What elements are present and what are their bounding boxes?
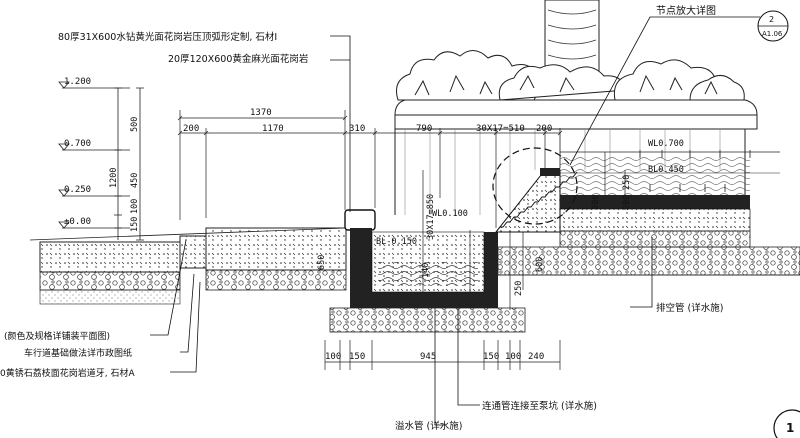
dim-left-450: 450 bbox=[130, 173, 140, 188]
dim-200: 200 bbox=[591, 195, 601, 210]
top-note-paving: 20厚120X600黄金麻光面花岗岩 bbox=[168, 53, 308, 65]
detail-reference-symbol bbox=[757, 10, 789, 42]
section-number-marker bbox=[773, 409, 800, 438]
water-level-low: WL0.100 bbox=[432, 209, 468, 219]
detail-ref-sheet: A1.06 bbox=[762, 30, 783, 38]
left-note-roadbase: 车行道基础做法详市政图纸 bbox=[24, 347, 132, 359]
leader-lines bbox=[150, 16, 760, 426]
left-note-curb: 0黄锈石荔枝面花岗岩道牙, 石材A bbox=[0, 367, 135, 379]
dim-left-150: 150 bbox=[130, 217, 140, 232]
dim-bottom-150b: 150 bbox=[483, 352, 499, 362]
water-level-top: WL0.700 bbox=[648, 139, 684, 149]
level-1200: 1.200 bbox=[64, 77, 91, 87]
shrub-planting bbox=[396, 50, 745, 101]
left-note-color: (颜色及规格详铺装平面图) bbox=[4, 330, 110, 342]
bottom-level-mid: BL0.450 bbox=[648, 165, 684, 175]
detail-ref-number: 2 bbox=[769, 15, 774, 24]
dim-250: 250 bbox=[514, 281, 524, 296]
upper-pool bbox=[559, 150, 780, 248]
dim-650: 650 bbox=[317, 255, 327, 270]
dim-top-310: 310 bbox=[349, 124, 365, 134]
pavement-section bbox=[29, 227, 347, 305]
dim-bottom-945: 945 bbox=[420, 352, 436, 362]
level-0000: ±0.00 bbox=[64, 217, 91, 227]
dim-bottom-100b: 100 bbox=[505, 352, 521, 362]
dim-bottom-100a: 100 bbox=[325, 352, 341, 362]
dim-right-250: 250 bbox=[622, 175, 632, 190]
note-overflow-pipe: 溢水管 (详水施) bbox=[395, 420, 462, 432]
level-markers bbox=[58, 81, 144, 241]
detail-title: 节点放大详图 bbox=[656, 4, 716, 17]
dim-stair-vertical: 30X17=850 bbox=[426, 194, 436, 240]
section-number: 1 bbox=[786, 421, 794, 435]
pool-structure bbox=[329, 209, 526, 333]
dim-left-100: 100 bbox=[130, 199, 140, 214]
level-0250: 0.250 bbox=[64, 185, 91, 195]
dim-top-1170: 1170 bbox=[262, 124, 284, 134]
dimension-lines bbox=[177, 110, 626, 370]
note-connect-pipe: 连通管连接至泵坑 (详水施) bbox=[482, 400, 597, 412]
dim-top-200b: 200 bbox=[536, 124, 552, 134]
dim-top-steps: 30X17=510 bbox=[476, 124, 525, 134]
level-0700: 0.700 bbox=[64, 139, 91, 149]
dim-bottom-150a: 150 bbox=[349, 352, 365, 362]
lower-ground-right bbox=[497, 246, 800, 276]
detail-callout-circle bbox=[492, 147, 578, 225]
dim-top-200: 200 bbox=[183, 124, 199, 134]
dim-right-200: 200 bbox=[622, 195, 632, 210]
dim-left-1200: 1200 bbox=[109, 168, 119, 188]
dim-bottom-240: 240 bbox=[528, 352, 544, 362]
note-drain-pipe: 排空管 (详水施) bbox=[656, 302, 723, 314]
top-note-coping: 80厚31X600水钻黄光面花岗岩压顶弧形定制, 石材I bbox=[58, 31, 277, 43]
bottom-level-low: BL-0.150 bbox=[376, 237, 417, 247]
dim-left-500: 500 bbox=[130, 117, 140, 132]
planter-box bbox=[394, 99, 758, 215]
dim-top-1370: 1370 bbox=[250, 108, 272, 118]
dim-top-790: 790 bbox=[416, 124, 432, 134]
dim-140: 140 bbox=[421, 263, 431, 278]
dim-600: 600 bbox=[535, 257, 545, 272]
